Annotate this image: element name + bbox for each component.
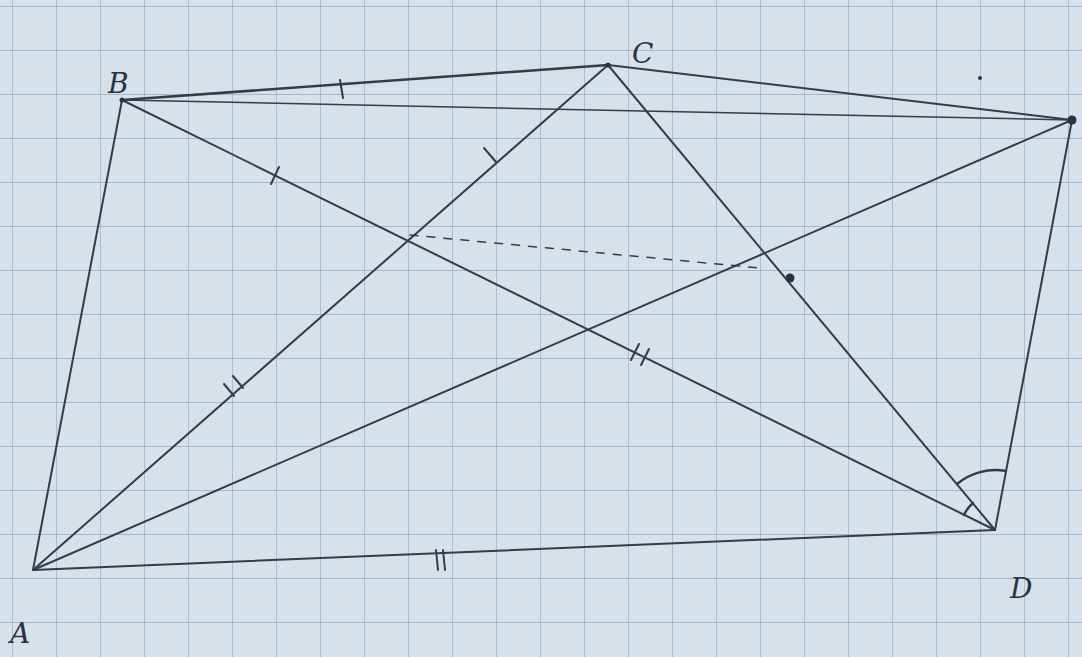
tick-mark: [233, 376, 243, 388]
tick-mark: [340, 80, 343, 98]
tick-mark: [484, 148, 496, 162]
points: [120, 63, 1077, 283]
segment-cd: [608, 65, 995, 530]
point-label: C: [632, 40, 653, 68]
point-dot: [606, 63, 611, 68]
angle-arc: [957, 470, 1006, 484]
point-dot: [120, 98, 125, 103]
point-label: D: [1010, 575, 1032, 603]
tick-mark: [641, 349, 649, 365]
angle-arc: [964, 503, 973, 515]
tick-mark: [443, 550, 445, 570]
segment-ac: [33, 65, 608, 570]
segment-ad: [33, 530, 995, 570]
segment-bd: [122, 100, 995, 530]
pencil-dot: [978, 76, 982, 80]
tick-mark: [271, 167, 279, 184]
figure-lines: [33, 65, 1072, 570]
point-dot: [1068, 116, 1077, 125]
point-dot: [786, 274, 795, 283]
segment-ae: [33, 120, 1072, 570]
point-label: B: [108, 70, 129, 98]
tick-mark: [436, 550, 438, 570]
tick-mark: [631, 344, 639, 360]
segment-de: [995, 120, 1072, 530]
segment-bc: [122, 65, 608, 100]
segment-be: [122, 100, 1072, 120]
point-label: A: [10, 620, 30, 648]
segment-ab: [33, 100, 122, 570]
tick-mark: [224, 384, 234, 396]
dashed-line: [410, 235, 760, 268]
